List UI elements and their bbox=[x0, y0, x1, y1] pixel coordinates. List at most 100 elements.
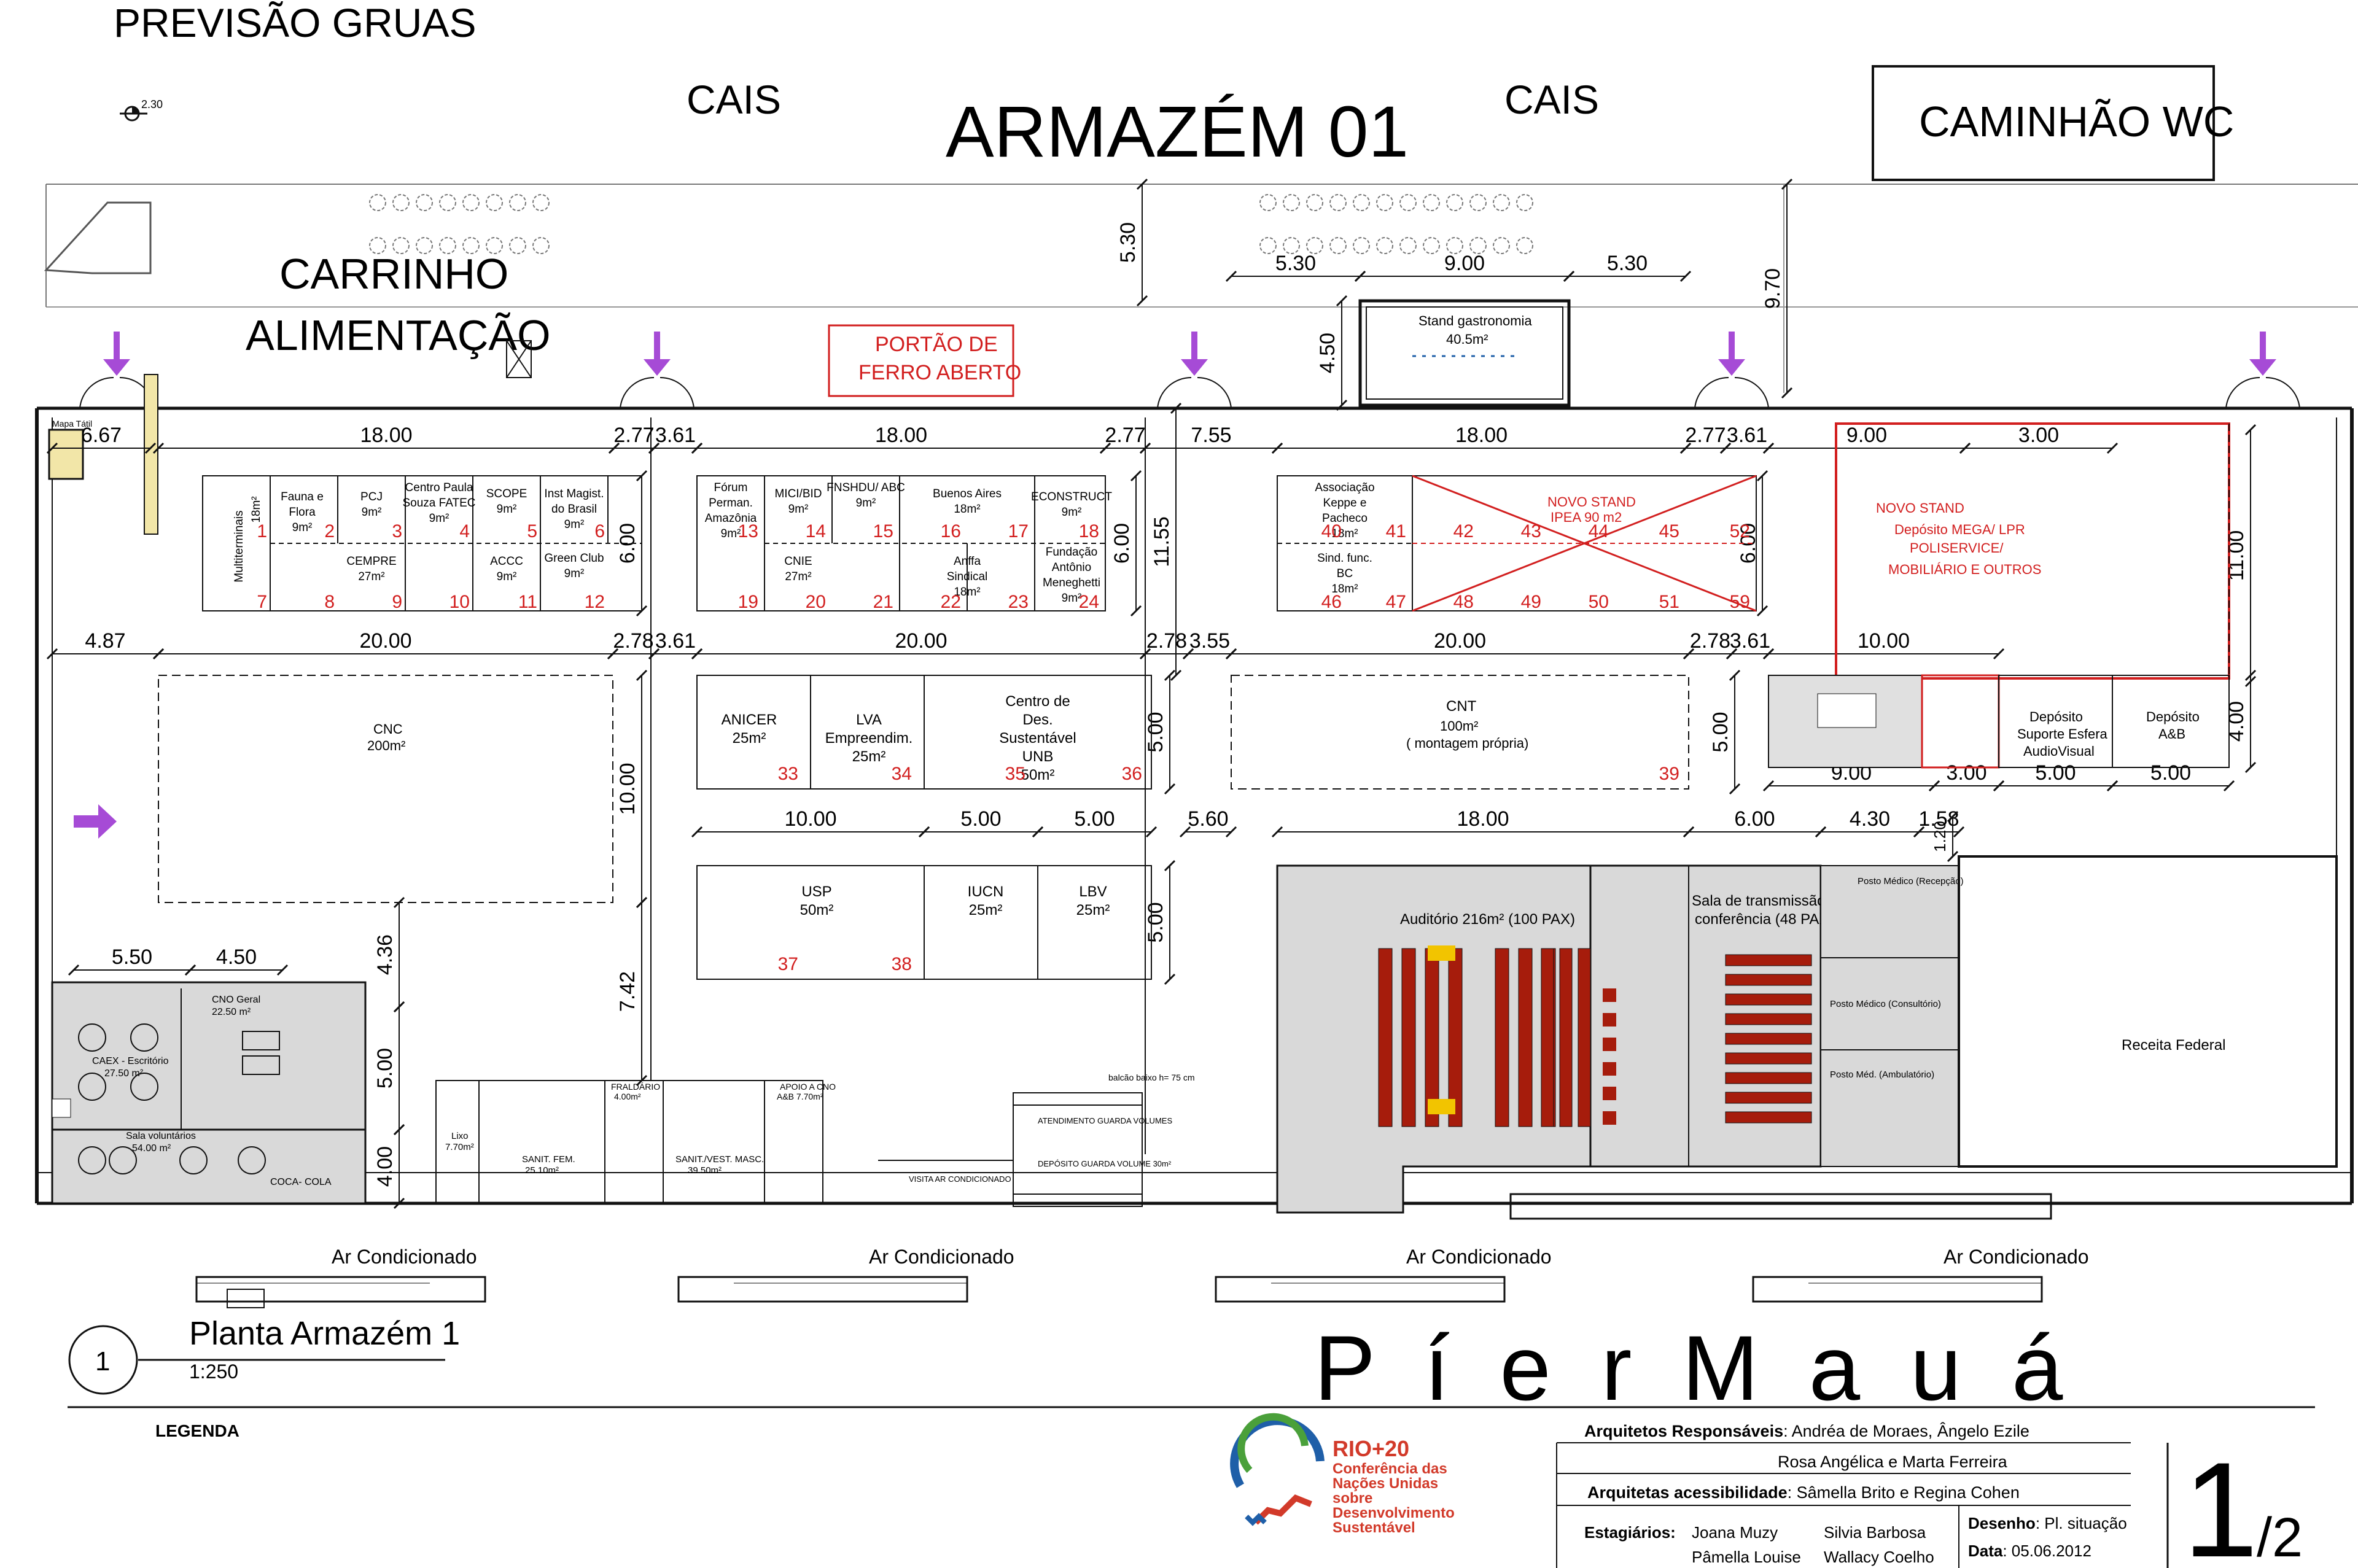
stand-number: 34 bbox=[892, 764, 912, 784]
stand-name: Sindical bbox=[947, 570, 988, 583]
dimension-label: 3.61 bbox=[655, 424, 696, 447]
sheet-of: /2 bbox=[2257, 1507, 2303, 1568]
stand-number: 19 bbox=[738, 592, 758, 612]
stand-name: Antônio bbox=[1052, 561, 1091, 574]
stand-number: 43 bbox=[1521, 521, 1541, 541]
stand-number: 5 bbox=[527, 521, 537, 541]
sala-transmissao-label-2: conferência (48 PAX) bbox=[1695, 911, 1834, 928]
stand-number: 12 bbox=[585, 592, 605, 612]
stand-number: 50 bbox=[1589, 592, 1609, 612]
stand-name: USP bbox=[801, 883, 831, 900]
stand-number: 45 bbox=[1659, 521, 1679, 541]
dimension-label: 20.00 bbox=[359, 629, 411, 653]
drawing-title: Planta Armazém 1 bbox=[189, 1315, 460, 1352]
deposito-mega-label-2: POLISERVICE/ bbox=[1910, 540, 2004, 556]
stand-name: do Brasil bbox=[551, 503, 597, 516]
ramp-base bbox=[1509, 1193, 2052, 1220]
stand-area: 25m² bbox=[733, 730, 766, 747]
dimension-label: 2.77 bbox=[1105, 424, 1145, 447]
dimension-label: 6.00 bbox=[1734, 807, 1775, 831]
stand-name: Fórum bbox=[714, 481, 748, 494]
entrance-arrow bbox=[103, 332, 130, 376]
stand-number: 16 bbox=[941, 521, 961, 541]
rio20-line-2: Conferência das bbox=[1333, 1461, 1447, 1477]
stand-area: 18m² bbox=[954, 503, 980, 516]
dimension-label: 4.00 bbox=[2225, 701, 2248, 742]
stand-area: 9m² bbox=[1062, 592, 1082, 605]
sanit-masc-label: SANIT./VEST. MASC. bbox=[675, 1154, 764, 1165]
auditorio-label: Auditório 216m² (100 PAX) bbox=[1400, 911, 1575, 928]
stand-gastronomia bbox=[1358, 299, 1571, 407]
dimension-label: 18.00 bbox=[360, 424, 412, 447]
stand-number: 20 bbox=[806, 592, 826, 612]
cnt-area bbox=[1231, 675, 1689, 790]
sanitary-block bbox=[435, 1080, 823, 1204]
stand-area: 9m² bbox=[497, 503, 517, 516]
rio20-logo bbox=[1230, 1413, 1325, 1526]
stand-name: Meneghetti bbox=[1043, 576, 1100, 589]
cnt-note: ( montagem própria) bbox=[1406, 735, 1528, 751]
portao-label-1: PORTÃO DE bbox=[875, 333, 998, 356]
dimension-label: 9.70 bbox=[1761, 268, 1784, 309]
small-marker bbox=[227, 1289, 265, 1308]
stand-number: 21 bbox=[873, 592, 893, 612]
stand-number: 18 bbox=[1079, 521, 1099, 541]
alimentacao-cart bbox=[506, 340, 532, 378]
stand-number: 44 bbox=[1589, 521, 1609, 541]
stand-name: Pacheco bbox=[1322, 512, 1368, 525]
stand-number: 23 bbox=[1008, 592, 1029, 612]
stand-name: Flora bbox=[289, 506, 316, 519]
cnt-area-value: 100m² bbox=[1440, 718, 1478, 734]
dimension-label: 7.55 bbox=[1191, 424, 1231, 447]
stand-gastronomia-area: 40.5m² bbox=[1446, 332, 1488, 347]
stand-number: 1 bbox=[257, 521, 267, 541]
rio20-label: RIO+20 bbox=[1333, 1436, 1409, 1461]
dimension-label: 5.60 bbox=[1188, 807, 1228, 831]
stand-number: 59 bbox=[1730, 592, 1750, 612]
fraldario-label: FRALDÁRIO bbox=[611, 1082, 660, 1092]
stand-number: 47 bbox=[1386, 592, 1406, 612]
stand-name: UNB bbox=[1022, 748, 1054, 765]
level-mark: 2.30 bbox=[120, 98, 163, 122]
sanit-fem-area: 25.10m² bbox=[525, 1165, 559, 1176]
drawing-scale: 1:250 bbox=[189, 1360, 238, 1383]
stand-number: 8 bbox=[324, 592, 335, 612]
dimension-label: 9.00 bbox=[1846, 424, 1887, 447]
stand-name: Associação bbox=[1315, 481, 1374, 494]
stand-name: BC bbox=[1337, 567, 1353, 580]
stand-name: LVA bbox=[856, 712, 882, 728]
fraldario-area: 4.00m² bbox=[614, 1092, 641, 1101]
dep-suporte-label-2: Suporte Esfera bbox=[2017, 726, 2108, 742]
dimension-label: 5.30 bbox=[1607, 252, 1648, 275]
stand-number: 37 bbox=[778, 954, 798, 974]
stand-gastronomia-label: Stand gastronomia bbox=[1418, 313, 1532, 328]
caex-area: 27.50 m² bbox=[104, 1068, 144, 1079]
cnc-area-value: 200m² bbox=[367, 738, 405, 753]
sanit-fem-label: SANIT. FEM. bbox=[522, 1154, 575, 1165]
stand-name: PCJ bbox=[360, 491, 383, 503]
dimension-label: 2.77 bbox=[1685, 424, 1726, 447]
stand-area: 9m² bbox=[1062, 506, 1082, 519]
dimension-label: 3.55 bbox=[1189, 629, 1230, 653]
dimension-label: 10.00 bbox=[616, 763, 639, 815]
novo-stand-label-1: NOVO STAND bbox=[1547, 494, 1636, 510]
dimension-label: 7.42 bbox=[616, 971, 639, 1012]
level-mark-value: 2.30 bbox=[141, 98, 163, 111]
dimension-label: 10.00 bbox=[784, 807, 836, 831]
stand-name: Sind. func. bbox=[1317, 552, 1372, 565]
stand-area: 18m² bbox=[250, 496, 263, 522]
stand-number: 9 bbox=[392, 592, 402, 612]
ar-condicionado-label: Ar Condicionado bbox=[869, 1246, 1014, 1268]
stand-number: 11 bbox=[518, 592, 537, 612]
stand-name: CEMPRE bbox=[346, 555, 396, 568]
estagiario-3: Silvia Barbosa bbox=[1824, 1523, 1926, 1542]
stand-number: 42 bbox=[1453, 521, 1474, 541]
stand-name: Centro Paula bbox=[405, 481, 473, 494]
dimension-label: 5.00 bbox=[1144, 902, 1167, 942]
stand-area: 9m² bbox=[564, 518, 585, 531]
stand-number: 7 bbox=[257, 592, 267, 612]
carrinho-label: CARRINHO bbox=[279, 250, 508, 298]
